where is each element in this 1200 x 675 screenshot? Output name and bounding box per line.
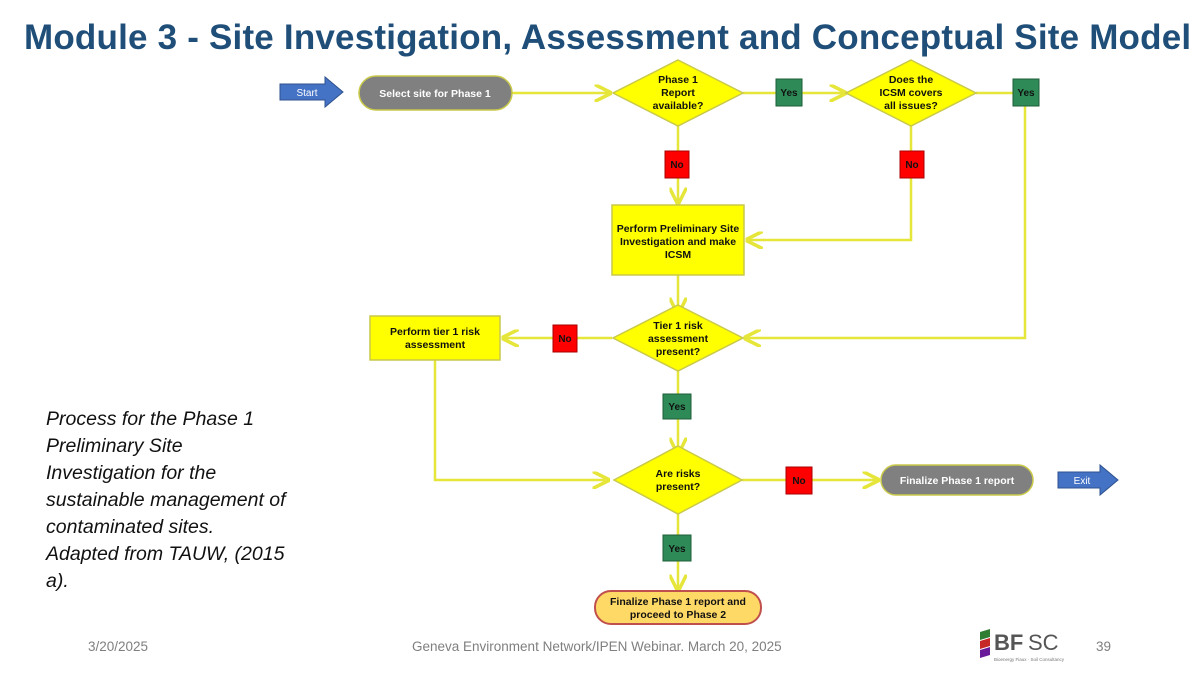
connector-icsm-no-to-prelim [747,126,913,240]
yes-tag-icsm: Yes [1012,78,1040,107]
select-site-terminal: Select site for Phase 1 [358,75,513,111]
perform-tier1-box: Perform tier 1 risk assessment [369,315,501,361]
prelim-line-3: ICSM [665,249,692,261]
svg-text:No: No [558,334,571,345]
footer-event: Geneva Environment Network/IPEN Webinar.… [412,639,782,654]
no-tag-phase1: No [664,150,690,179]
connector-perform-to-risks [433,360,608,480]
phase1-line-3: available? [653,100,704,112]
finalize-report-terminal: Finalize Phase 1 report [880,464,1034,496]
svg-text:No: No [670,160,683,171]
svg-text:Bioenergy Fiaux · Soil Consult: Bioenergy Fiaux · Soil Consultancy [994,657,1065,662]
svg-text:No: No [905,160,918,171]
risks-line-1: Are risks [656,468,701,480]
select-site-label: Select site for Phase 1 [379,88,491,100]
final-line-1: Finalize Phase 1 report and [610,596,746,608]
bfsc-logo: BF SC Bioenergy Fiaux · Soil Consultancy [980,629,1065,662]
yes-tag-phase1: Yes [775,78,803,107]
start-label: Start [296,88,317,99]
exit-arrow: Exit [1057,463,1119,497]
tier1-box-line-2: assessment [405,339,466,351]
icsm-line-1: Does the [889,74,934,86]
prelim-line-1: Perform Preliminary Site [617,223,740,235]
risks-present-decision: Are risks present? [612,445,744,515]
no-tag-icsm: No [899,150,925,179]
page-number: 39 [1096,639,1112,654]
prelim-line-2: Investigation and make [620,236,736,248]
slide-title: Module 3 - Site Investigation, Assessmen… [24,18,1192,57]
tier1-box-line-1: Perform tier 1 risk [390,326,480,338]
svg-text:Yes: Yes [668,402,686,413]
phase1-line-2: Report [661,87,695,99]
tier1-line-3: present? [656,346,700,358]
yes-tag-tier1: Yes [662,393,692,420]
no-tag-tier1: No [552,324,578,353]
footer-date: 3/20/2025 [88,639,149,654]
phase1-line-1: Phase 1 [658,74,698,86]
tier1-line-2: assessment [648,333,709,345]
perform-preliminary-box: Perform Preliminary Site Investigation a… [611,204,745,276]
svg-text:Yes: Yes [780,88,798,99]
svg-text:Yes: Yes [668,544,686,555]
icsm-line-2: ICSM covers [879,87,942,99]
start-arrow: Start [279,75,344,109]
icsm-covers-decision: Does the ICSM covers all issues? [844,59,978,127]
tier1-decision: Tier 1 risk assessment present? [611,304,745,372]
finalize-label: Finalize Phase 1 report [900,475,1015,487]
risks-line-2: present? [656,481,700,493]
connector-icsm-yes-to-tier1 [745,93,1027,338]
figure-caption: Process for the Phase 1 Preliminary Site… [46,408,286,592]
exit-label: Exit [1074,476,1091,487]
finalize-proceed-terminal: Finalize Phase 1 report and proceed to P… [594,590,762,625]
final-line-2: proceed to Phase 2 [630,609,726,621]
svg-text:BF: BF [994,630,1023,655]
yes-tag-risks: Yes [662,534,692,562]
svg-text:No: No [792,476,805,487]
svg-text:Yes: Yes [1017,88,1035,99]
icsm-line-3: all issues? [884,100,938,112]
phase1-report-decision: Phase 1 Report available? [611,59,745,127]
svg-text:SC: SC [1028,630,1059,655]
no-tag-risks: No [785,466,813,495]
tier1-line-1: Tier 1 risk [653,320,703,332]
